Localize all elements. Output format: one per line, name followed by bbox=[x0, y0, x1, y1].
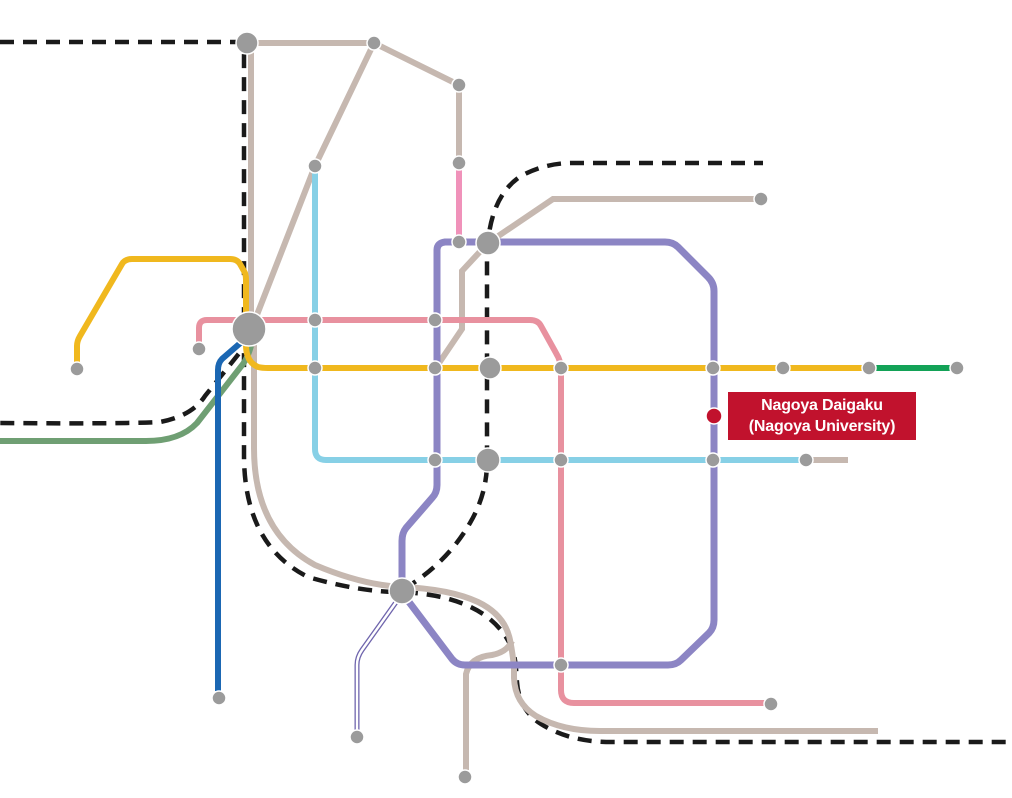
nagoya-university-label-line1: Nagoya Daigaku bbox=[761, 397, 883, 414]
dashed-northeast-branch-line bbox=[402, 160, 763, 591]
station-dot bbox=[753, 191, 769, 207]
thin-purple-branch-line bbox=[354, 596, 402, 733]
purple-loop-line bbox=[398, 238, 718, 669]
station-dot bbox=[191, 341, 207, 357]
station-dot bbox=[307, 158, 323, 174]
station-dot bbox=[861, 360, 877, 376]
station-dot bbox=[553, 657, 569, 673]
green-west-line bbox=[0, 345, 254, 444]
cyan-line-line bbox=[312, 172, 806, 463]
nagoya-university-label: Nagoya Daigaku (Nagoya University) bbox=[728, 392, 916, 440]
station-dot bbox=[775, 360, 791, 376]
station-hub-dot bbox=[235, 31, 259, 55]
station-dot bbox=[705, 360, 721, 376]
salmon-line-line bbox=[196, 317, 770, 706]
station-hub-dot bbox=[475, 447, 501, 473]
yellow-line-line bbox=[74, 256, 868, 371]
station-dot bbox=[451, 234, 467, 250]
station-dot bbox=[553, 360, 569, 376]
station-hub-dot bbox=[388, 577, 416, 605]
station-dot bbox=[457, 769, 473, 785]
dashed-west-branch-line bbox=[0, 334, 255, 426]
station-dot bbox=[451, 155, 467, 171]
tan-south-branch-line bbox=[463, 639, 515, 770]
station-hub-dot bbox=[478, 356, 502, 380]
nagoya-university-label-line2: (Nagoya University) bbox=[748, 418, 896, 435]
tan-branch-northeast-line bbox=[372, 40, 462, 162]
station-dot bbox=[307, 360, 323, 376]
station-dot bbox=[798, 452, 814, 468]
thin-purple-branch-core-line bbox=[355, 597, 400, 733]
station-dot bbox=[349, 729, 365, 745]
blue-line-line bbox=[215, 336, 247, 691]
station-dot bbox=[427, 452, 443, 468]
station-dot bbox=[949, 360, 965, 376]
station-hub-dot bbox=[231, 311, 267, 347]
station-dot bbox=[451, 77, 467, 93]
station-dot bbox=[307, 312, 323, 328]
station-dot bbox=[211, 690, 227, 706]
station-dot bbox=[366, 35, 382, 51]
station-dot bbox=[763, 696, 779, 712]
station-dot bbox=[69, 361, 85, 377]
dashed-main-line bbox=[0, 39, 1012, 745]
tan-link-center-line bbox=[434, 240, 491, 368]
station-dot bbox=[553, 452, 569, 468]
station-dot bbox=[705, 452, 721, 468]
tan-east-upper-line bbox=[486, 196, 761, 246]
tan-south-trunk-line bbox=[251, 330, 878, 734]
station-dot bbox=[427, 360, 443, 376]
station-hub-dot bbox=[475, 230, 501, 256]
nagoya-university-station-dot bbox=[705, 407, 723, 425]
station-dot bbox=[427, 312, 443, 328]
